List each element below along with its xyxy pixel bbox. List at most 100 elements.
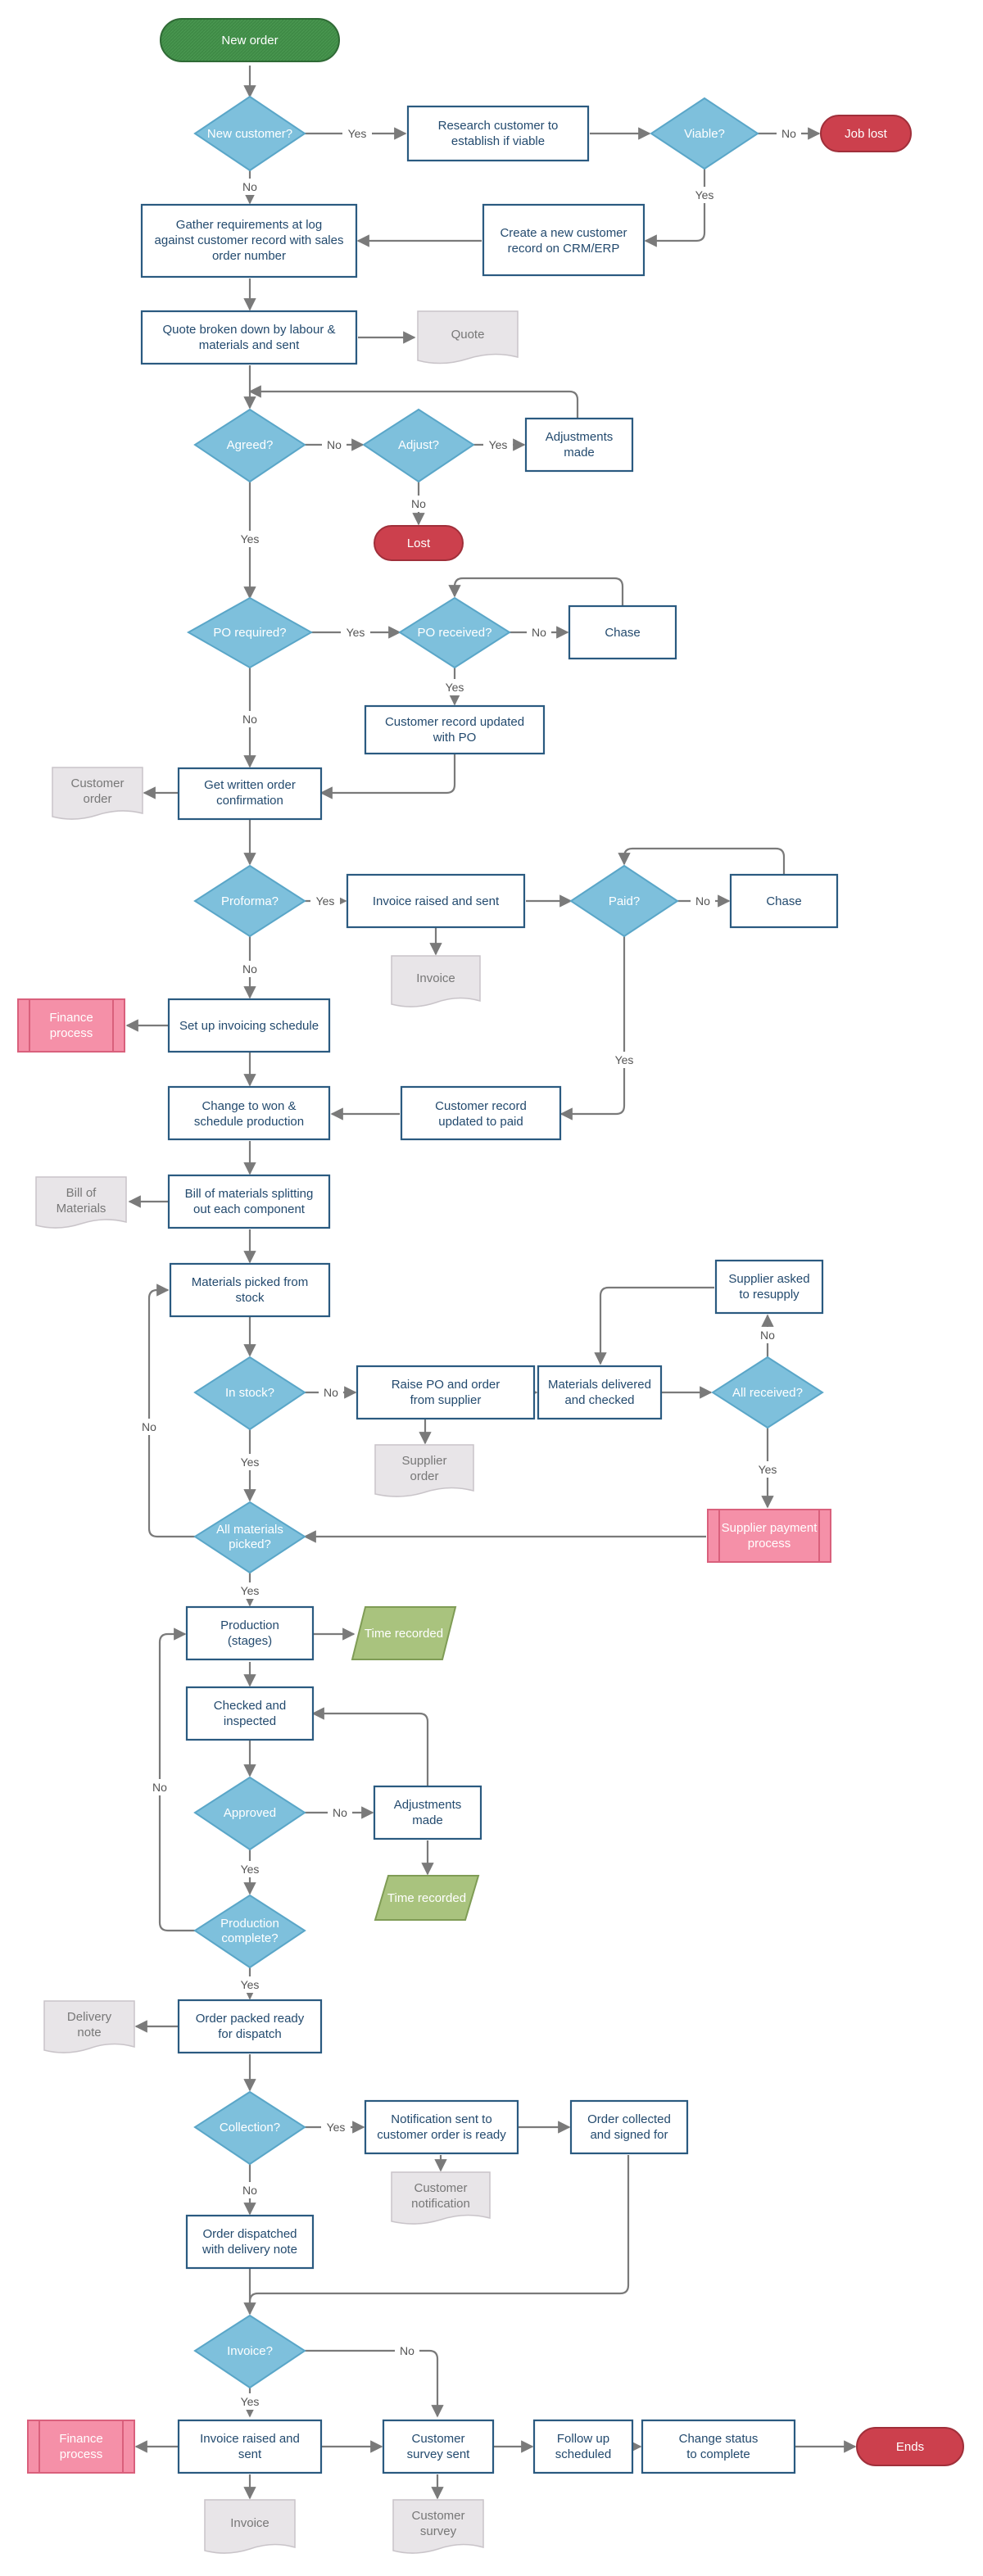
node-label-line: Supplier [401,1454,446,1468]
process-customer-record-updated-po: Customer record updated with PO [364,704,546,755]
process-follow-up: Follow up scheduled [532,2419,634,2474]
edge-labels: Yes No Yes No No Yes No Yes Yes No Yes N… [137,125,801,2410]
node-label: Collection? [220,2121,280,2135]
node-label-line: survey [420,2524,457,2538]
process-get-written-confirmation: Get written order confirmation [177,767,323,821]
node-label-line: Customer record [435,1099,527,1113]
node-label: Agreed? [227,438,274,452]
edge-label-no: No [760,1329,775,1342]
edge-label-yes: Yes [241,2395,260,2408]
edge [305,2349,444,2418]
edge [311,1707,429,1786]
node-label-line: confirmation [216,794,283,808]
node-label: Job lost [845,127,888,141]
node-label-line: Adjustments [546,430,614,444]
node-label-line: Supplier asked [728,1272,809,1286]
node-label-line: Supplier payment [722,1521,818,1535]
node-label: All received? [732,1386,803,1400]
edge-label-yes: Yes [759,1463,777,1476]
edge-label-yes: Yes [241,1456,260,1469]
edge-label-yes: Yes [327,2121,346,2134]
node-label: Invoice raised and sent [373,894,500,908]
document-bill-of-materials: Bill of Materials [35,1176,127,1229]
process-notification-sent: Notification sent to customer order is r… [364,2099,519,2155]
node-label-line: made [564,446,595,460]
process-order-collected: Order collected and signed for [569,2099,689,2155]
node-label: Time recorded [387,1891,466,1905]
node-label-line: Materials delivered [548,1378,651,1392]
node-label-line: Checked and [214,1699,286,1713]
node-label-line: with delivery note [202,2243,297,2257]
decision-collection: Collection? [193,2090,306,2166]
node-label-line: made [412,1813,443,1827]
process-change-status: Change status to complete [641,2419,796,2474]
node-label-line: Customer [70,776,124,790]
node-label-line: from supplier [410,1393,482,1407]
process-customer-survey-sent: Customer survey sent [382,2419,495,2474]
edge-label-no: No [333,1806,347,1819]
node-label-line: Bill of materials splitting [185,1187,314,1201]
node-label-line: Customer [411,2509,464,2523]
process-order-packed: Order packed ready for dispatch [177,1999,323,2054]
node-label-line: out each component [193,1202,306,1216]
node-label: Quote [451,328,485,342]
node-label-line: schedule production [194,1115,304,1129]
decision-in-stock: In stock? [193,1356,306,1431]
process-setup-invoicing: Set up invoicing schedule [167,998,331,1053]
node-label-line: scheduled [555,2447,611,2461]
process-adjustments-made-production: Adjustments made [373,1785,482,1840]
node-label: Approved [224,1806,276,1820]
process-order-dispatched: Order dispatched with delivery note [185,2214,315,2270]
edge-label-yes: Yes [241,1863,260,1876]
edge [559,936,626,1120]
node-label-line: Customer [414,2181,467,2195]
node-label-line: Order dispatched [202,2227,297,2241]
edge-label-no: No [695,894,710,908]
process-create-customer-record: Create a new customer record on CRM/ERP [482,203,646,277]
end-terminal-ends: Ends [856,2427,964,2466]
node-label-line: Materials picked from [192,1275,309,1289]
node-label-line: Adjustments [394,1798,462,1812]
document-invoice-final: Invoice [204,2499,296,2554]
node-label-line: Bill of [66,1186,97,1200]
process-invoice-raised-sent-final: Invoice raised and sent [177,2419,323,2474]
subprocess-supplier-payment: Supplier payment process [707,1509,831,1563]
start-terminal-new-order: New order [160,18,340,62]
node-label: In stock? [225,1386,274,1400]
node-label: PO required? [213,626,286,640]
node-label-line: inspected [224,1714,276,1728]
node-label-line: Production [220,1618,279,1632]
node-label-line: (stages) [228,1634,272,1648]
decision-agreed: Agreed? [193,408,306,483]
node-label: Invoice [416,971,455,985]
document-customer-survey: Customer survey [392,2499,484,2554]
node-label-line: Quote broken down by labour & [163,323,336,337]
process-bill-of-materials-split: Bill of materials splitting out each com… [167,1174,331,1229]
edge [594,1286,714,1365]
node-label: Lost [407,536,431,550]
node-label-line: complete? [221,1931,278,1945]
node-label-line: establish if viable [451,134,545,148]
node-label-line: Research customer to [438,119,559,133]
process-raise-po: Raise PO and order from supplier [356,1365,536,1420]
decision-viable: Viable? [650,97,759,170]
node-label-line: Customer [411,2432,464,2446]
decision-new-customer: New customer? [193,95,306,172]
node-label-line: with PO [433,731,477,745]
process-chase: Chase [568,604,677,660]
node-label-line: for dispatch [218,2027,282,2041]
data-time-recorded: Time recorded [351,1606,457,1660]
node-label-line: process [748,1537,791,1551]
node-label-line: Raise PO and order [392,1378,501,1392]
edge-label-yes: Yes [695,188,714,201]
edge-label-yes: Yes [241,1978,260,1991]
flowchart-nodes: New order New customer? Research custome… [17,18,964,2554]
decision-all-materials-picked: All materials picked? [193,1501,306,1574]
node-label-line: Notification sent to [391,2112,492,2126]
edge-label-no: No [781,127,796,140]
edge-label-no: No [532,626,546,639]
end-terminal-lost: Lost [374,525,464,561]
decision-all-received: All received? [711,1356,824,1429]
node-label-line: note [77,2026,101,2040]
node-label: Chase [766,894,801,908]
